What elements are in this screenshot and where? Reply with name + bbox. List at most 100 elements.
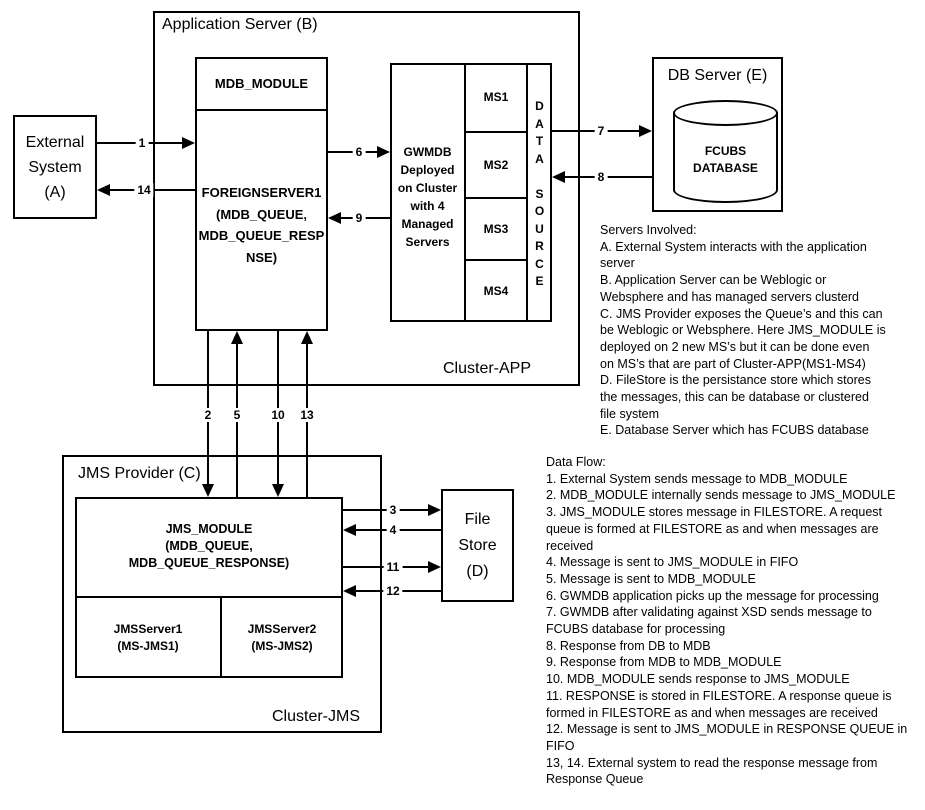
arrow-6-line	[328, 151, 377, 153]
jms-server-divider	[220, 597, 222, 678]
text-line: 4. Message is sent to JMS_MODULE in FIFO	[546, 555, 799, 570]
arrow-14-head-icon	[97, 184, 110, 196]
text-line: FIFO	[546, 738, 575, 753]
fcubs-database-label: FCUBS DATABASE	[673, 143, 778, 177]
text-line: (A)	[44, 183, 66, 201]
text-line: 10. MDB_MODULE sends response to JMS_MOD…	[546, 672, 850, 687]
ms3-ms4-divider	[465, 259, 526, 261]
text-line: O	[534, 204, 545, 218]
arrow-13-head-icon	[301, 331, 313, 344]
arrow-6-label: 6	[352, 145, 366, 159]
text-line: 11. RESPONSE is stored in FILESTORE. A r…	[546, 688, 892, 703]
text-line: S	[535, 186, 544, 201]
text-line: JMSServer1	[113, 622, 183, 636]
arrow-6-head-icon	[377, 146, 390, 158]
text-line: FCUBS	[704, 144, 747, 158]
text-line: Servers Involved:	[600, 223, 697, 237]
mdb-module-label: MDB_MODULE	[214, 76, 309, 91]
text-line: 2. MDB_MODULE internally sends message t…	[546, 488, 896, 503]
text-line	[527, 168, 552, 186]
text-line: Managed	[401, 217, 454, 231]
text-line: on Cluster	[397, 181, 458, 195]
arrow-11-head-icon	[428, 561, 441, 573]
arrow-4-label: 4	[386, 523, 400, 537]
arrow-2-label: 2	[201, 408, 215, 422]
arrow-2-head-icon	[202, 484, 214, 497]
arrow-4-head-icon	[343, 524, 356, 536]
text-line: A. External System interacts with the ap…	[600, 239, 867, 254]
ms4-label: MS4	[483, 284, 509, 298]
arrow-3-head-icon	[428, 504, 441, 516]
text-line: Data Flow:	[546, 455, 606, 469]
ms3-label: MS3	[483, 222, 509, 236]
ms2-ms3-divider	[465, 197, 526, 199]
arrow-1-label: 1	[135, 136, 149, 150]
ms2-label: MS2	[483, 158, 509, 172]
text-line: 1. External System sends message to MDB_…	[546, 471, 848, 486]
arrow-9-line	[341, 217, 390, 219]
text-line: DATABASE	[693, 161, 758, 175]
text-line: FOREIGNSERVER1	[201, 185, 322, 200]
jms-module-box	[75, 497, 343, 678]
jms-module-label: JMS_MODULE(MDB_QUEUE,MDB_QUEUE_RESPONSE)	[75, 521, 343, 572]
gwmdb-cluster-box	[390, 63, 552, 322]
text-line: D	[535, 99, 544, 113]
ms-datasource-divider	[526, 63, 528, 322]
arrow-7-head-icon	[639, 125, 652, 137]
database-cylinder-icon: FCUBS DATABASE	[673, 100, 778, 203]
arrow-9-head-icon	[328, 212, 341, 224]
text-line: formed in FILESTORE as and when messages…	[546, 705, 878, 720]
text-line: the messages, this can be database or cl…	[600, 390, 869, 405]
jms-server2-label: JMSServer2(MS-JMS2)	[221, 621, 343, 655]
arrow-12-head-icon	[343, 585, 356, 597]
text-line: JMS_MODULE	[165, 522, 253, 536]
gwmdb-ms-divider	[464, 63, 466, 322]
text-line: T	[535, 134, 544, 148]
text-line: Servers	[405, 235, 450, 249]
mdb-module-separator	[195, 109, 328, 111]
text-line: Store	[458, 536, 497, 554]
text-line: 12. Message is sent to JMS_MODULE in RES…	[546, 722, 908, 737]
text-line: server	[600, 256, 635, 271]
arrow-1-head-icon	[182, 137, 195, 149]
arrow-10-head-icon	[272, 484, 284, 497]
text-line: file system	[600, 406, 660, 421]
text-line: C. JMS Provider exposes the Queue’s and …	[600, 306, 883, 321]
text-line: FCUBS database for processing	[546, 622, 726, 637]
text-line: 5. Message is sent to MDB_MODULE	[546, 571, 756, 586]
ms1-label: MS1	[483, 90, 509, 104]
text-line: A	[535, 116, 544, 131]
text-line: 13, 14. External system to read the resp…	[546, 755, 878, 770]
text-line: with 4	[410, 199, 445, 213]
text-line: JMSServer2	[247, 622, 317, 636]
jms-provider-title: JMS Provider (C)	[78, 465, 201, 482]
arrow-3-label: 3	[386, 503, 400, 517]
text-line: Deployed	[400, 163, 455, 177]
text-line: queue is formed at FILESTORE as and when…	[546, 521, 879, 536]
text-line: D. FileStore is the persistance store wh…	[600, 373, 871, 388]
jms-module-separator	[75, 596, 343, 598]
arrow-5-head-icon	[231, 331, 243, 344]
application-server-title: Application Server (B)	[162, 16, 318, 33]
arrow-5-label: 5	[230, 408, 244, 422]
text-line: Websphere and has managed servers cluste…	[600, 289, 859, 304]
arrow-10-line	[277, 331, 279, 484]
text-line: 7. GWMDB after validating against XSD se…	[546, 605, 872, 620]
database-cylinder-top	[673, 100, 778, 126]
text-line: be Weblogic or Websphere. Here JMS_MODUL…	[600, 323, 886, 338]
arrow-8-label: 8	[594, 170, 608, 184]
text-line: 8. Response from DB to MDB	[546, 638, 711, 653]
text-line: U	[535, 221, 544, 236]
db-server-title: DB Server (E)	[667, 67, 768, 84]
text-line: External	[25, 133, 85, 151]
text-line: MDB_QUEUE_RESP	[198, 228, 325, 243]
text-line: R	[535, 239, 544, 253]
mdb-foreignserver-box	[195, 57, 328, 331]
text-line: (MDB_QUEUE,	[215, 206, 307, 222]
